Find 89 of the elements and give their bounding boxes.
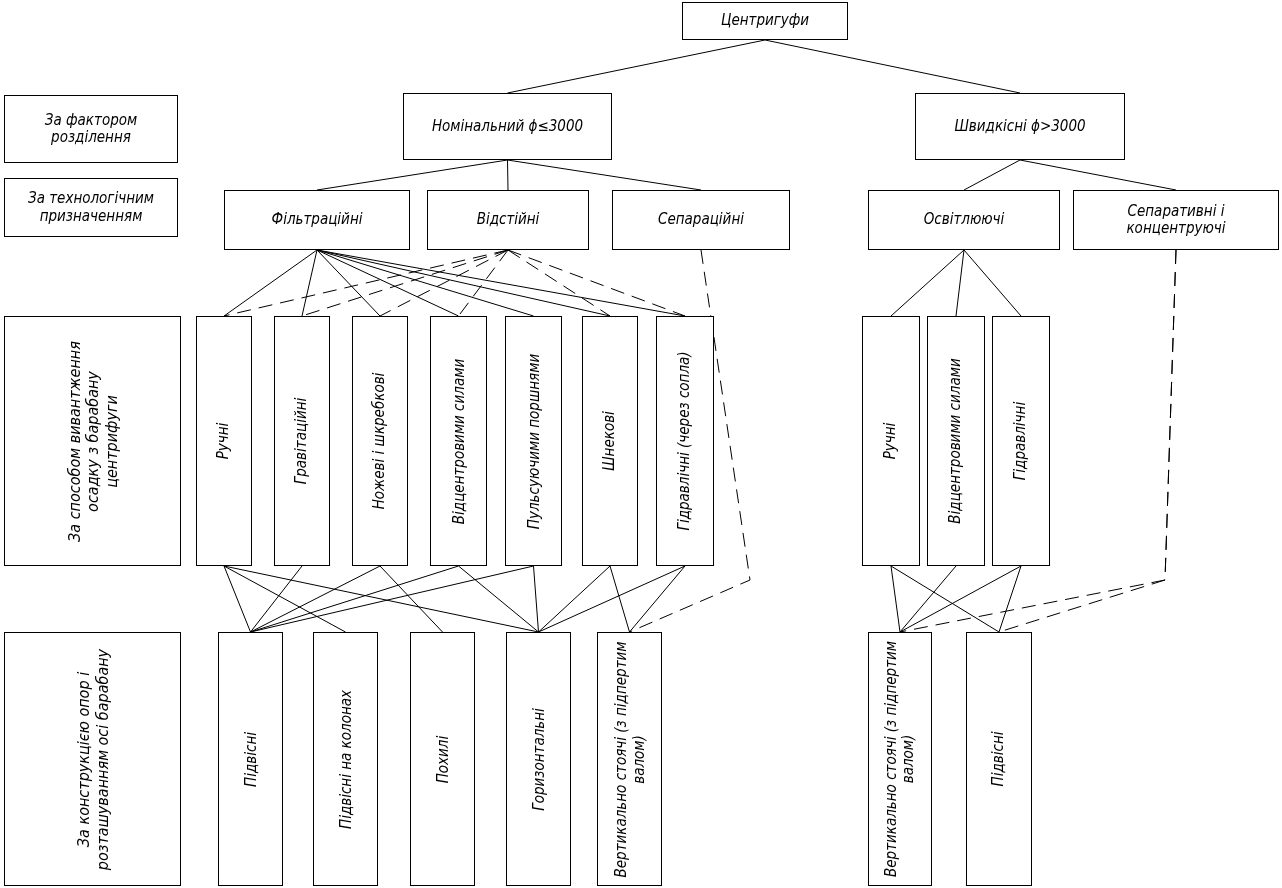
- connector-line: [955, 249, 965, 317]
- category-column-box: [505, 316, 562, 566]
- category-box: [224, 190, 410, 250]
- connector-line: [379, 565, 443, 633]
- dashed-connector: [458, 249, 509, 317]
- node-label: Підвісні: [239, 730, 260, 789]
- category-column-box: [352, 316, 408, 566]
- connector-line: [223, 249, 318, 317]
- connector-line: [507, 159, 509, 191]
- category-box: [868, 190, 1060, 250]
- node-label: Шнекові: [599, 410, 620, 473]
- node-label: Швидкісні ϕ>3000: [953, 115, 1087, 137]
- connector-line: [458, 565, 539, 633]
- category-column-box: [4, 316, 181, 566]
- category-box: [4, 178, 178, 237]
- node-label: За конструкцією опор і розташуванням осі барабану: [72, 647, 112, 873]
- node-label: За фактором розділення: [43, 109, 139, 148]
- connector-line: [223, 565, 251, 633]
- connector-line: [609, 565, 630, 633]
- node-label: За способом вивантження осадку з барабану центрифуги: [62, 339, 121, 544]
- connector-line: [250, 565, 381, 633]
- category-column-box: [313, 632, 378, 886]
- node-label: За технологічним призначенням: [27, 188, 155, 227]
- node-label: Номінальний ϕ≤3000: [430, 115, 585, 137]
- dashed-connector: [379, 249, 509, 317]
- node-label: Сепараційні: [657, 209, 745, 231]
- connector-line: [316, 249, 381, 317]
- connector-line: [250, 565, 303, 633]
- category-box: [915, 93, 1125, 160]
- category-box: [427, 190, 589, 250]
- category-box: [682, 2, 848, 40]
- node-label: Фільтраційні: [270, 209, 364, 231]
- dashed-connector: [629, 249, 751, 633]
- node-label: Гравітаційні: [291, 396, 312, 487]
- node-label: Похилі: [431, 734, 452, 785]
- category-column-box: [430, 316, 487, 566]
- connector-line: [890, 565, 1000, 633]
- node-label: Відцентровими силами: [447, 357, 468, 526]
- connector-line: [533, 565, 539, 633]
- connector-line: [899, 565, 1022, 633]
- connector-line: [301, 249, 318, 317]
- connector-line: [890, 565, 901, 633]
- node-label: Гідравлічні: [1010, 400, 1031, 483]
- dashed-connector: [507, 249, 611, 317]
- node-label: Відцентровими силами: [945, 357, 966, 526]
- category-column-box: [196, 316, 252, 566]
- category-column-box: [927, 316, 985, 566]
- category-column-box: [966, 632, 1032, 886]
- connector-line: [963, 159, 1021, 191]
- node-label: Освітлюючі: [922, 209, 1006, 231]
- category-box: [4, 95, 178, 163]
- category-box: [1073, 190, 1279, 250]
- category-column-box: [868, 632, 932, 886]
- node-label: Вертикально стоячі (з підпертим валом): [880, 640, 918, 879]
- node-label: Центригуфи: [719, 10, 811, 32]
- connector-line: [963, 249, 1022, 317]
- node-label: Підвісні: [988, 730, 1009, 789]
- connector-line: [316, 249, 459, 317]
- node-label: Пульсуючими поршнями: [522, 352, 543, 531]
- category-column-box: [656, 316, 714, 566]
- category-column-box: [274, 316, 330, 566]
- node-label: Сепаративні і концентруючі: [1125, 200, 1227, 239]
- connector-line: [629, 565, 686, 633]
- category-column-box: [992, 316, 1050, 566]
- connector-line: [538, 565, 686, 633]
- category-column-box: [218, 632, 283, 886]
- category-column-box: [597, 632, 662, 886]
- category-column-box: [4, 632, 181, 886]
- category-column-box: [582, 316, 638, 566]
- node-label: Гідравлічні (через сопла): [674, 350, 695, 533]
- node-label: Ручні: [213, 421, 234, 462]
- category-column-box: [862, 316, 920, 566]
- category-column-box: [410, 632, 475, 886]
- category-box: [612, 190, 790, 250]
- connector-line: [250, 565, 459, 633]
- connector-line: [538, 565, 611, 633]
- node-label: Відстійні: [475, 209, 541, 231]
- node-label: Ножеві і шкребкові: [369, 371, 390, 512]
- connector-line: [998, 565, 1022, 633]
- category-box: [403, 93, 612, 160]
- node-label: Ручні: [880, 421, 901, 462]
- dashed-connector: [507, 249, 686, 317]
- node-label: Горизонтальні: [527, 706, 548, 813]
- connector-line: [223, 565, 346, 633]
- connector-line: [890, 249, 965, 317]
- node-label: Підвісні на колонах: [334, 688, 355, 831]
- node-label: Вертикально стоячі (з підпертим валом): [610, 640, 648, 880]
- connector-line: [899, 565, 957, 633]
- category-column-box: [506, 632, 571, 886]
